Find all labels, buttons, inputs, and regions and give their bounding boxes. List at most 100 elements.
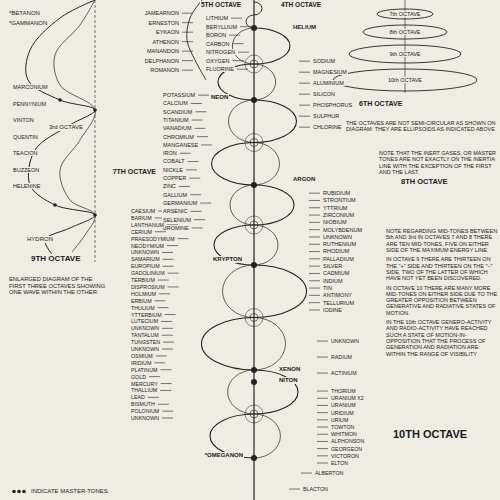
leader-line — [167, 245, 178, 246]
leader-line — [154, 362, 165, 363]
leader-line — [178, 238, 189, 239]
element-name: MANGANESE — [162, 142, 199, 148]
leader-line — [299, 61, 310, 62]
element-name: SAMARIUM — [130, 256, 161, 262]
element-name: GERMANIUM — [162, 200, 198, 206]
master-tone: *OMEGANON — [204, 452, 244, 459]
leader-line — [192, 227, 203, 228]
element-name: POTASSIUM — [162, 92, 196, 98]
leader-line — [162, 418, 173, 419]
octave-label: 6TH OCTAVE — [358, 100, 403, 108]
element-name: QUENTIN — [12, 134, 39, 140]
leader-line — [156, 355, 167, 356]
leader-line — [198, 95, 209, 96]
legend-note: INDICATE MASTER-TONES. — [30, 488, 110, 495]
element-name: THULIUM — [130, 305, 156, 311]
element-name: CHLORINE — [312, 124, 342, 130]
element-name: ROMANON — [149, 67, 180, 73]
leader-line — [301, 473, 312, 474]
element-name: JAMEARNON — [143, 10, 180, 16]
element-name: RADIUM — [330, 354, 353, 360]
leader-line — [309, 244, 320, 245]
leader-line — [309, 295, 320, 296]
element-name: BUZZEON — [12, 167, 40, 173]
octave-label: 9TH OCTAVE — [30, 254, 81, 263]
leader-line — [189, 178, 200, 179]
leader-line — [309, 280, 320, 281]
element-name: LITHIUM — [205, 15, 229, 21]
leader-line — [233, 60, 244, 61]
leader-line — [237, 69, 248, 70]
master-tone-dot — [251, 455, 257, 461]
note-text: IN THE 10th OCTAVE GENERO-ACTIVITY AND R… — [385, 319, 499, 357]
octave-label: 8th OCTAVE — [389, 29, 422, 35]
leader-line — [309, 302, 320, 303]
leader-line — [317, 373, 328, 374]
element-name: ARSENIC — [162, 208, 188, 214]
element-name: EUROPIUM — [130, 263, 161, 269]
element-name: FLUORINE — [205, 66, 235, 72]
leader-line — [182, 22, 193, 23]
element-name: SODIUM — [312, 58, 336, 64]
note-text: IN OCTAVE 10 THERE ARE MANY MORE MID-TON… — [385, 285, 499, 317]
wave-node — [53, 203, 57, 207]
leader-line — [194, 219, 205, 220]
ellipsoid-coil — [333, 0, 477, 93]
element-name: PHOSPHORUS — [312, 102, 353, 108]
element-name: RUBIDIUM — [322, 190, 351, 196]
element-name: VINTON — [12, 117, 35, 123]
element-name: GEORGEON — [330, 446, 363, 452]
leader-line — [162, 349, 173, 350]
element-name: MERCURY — [130, 381, 159, 387]
element-name: ERBIUM — [130, 298, 153, 304]
element-name: YTTERBIUM — [130, 312, 163, 318]
mid-circle — [250, 60, 258, 68]
octave-wave — [212, 100, 297, 185]
element-name: ANTIMONY — [322, 292, 353, 298]
element-name: BISMUTH — [130, 401, 156, 407]
leader-line — [309, 273, 320, 274]
element-name: CALCIUM — [162, 100, 189, 106]
octave-ellipse — [333, 69, 477, 91]
leader-line — [317, 412, 328, 413]
leader-line — [149, 376, 160, 377]
element-name: TELLURIUM — [322, 300, 355, 306]
leader-line — [162, 328, 173, 329]
leader-line — [317, 448, 328, 449]
note-text: NOTE THAT THE INERT GASES, OR MASTER TON… — [378, 150, 498, 175]
master-tone-dot — [251, 25, 257, 31]
leader-line — [160, 369, 171, 370]
element-name: NIOBIUM — [322, 219, 348, 225]
leader-line — [317, 398, 328, 399]
element-name: YTTRIUM — [322, 205, 348, 211]
leader-line — [309, 200, 320, 201]
enlarged-diagram — [26, 0, 206, 262]
leader-line — [162, 335, 173, 336]
leader-lines — [148, 13, 328, 489]
master-tone: NEON — [210, 94, 229, 101]
leader-line — [229, 35, 240, 36]
leader-line — [317, 434, 328, 435]
master-tone: HELIUM — [292, 24, 317, 31]
leader-line — [309, 266, 320, 267]
element-name: GALLIUM — [162, 192, 188, 198]
leader-line — [309, 251, 320, 252]
element-name: GADOLINIUM — [130, 270, 166, 276]
leader-line — [162, 411, 173, 412]
axis-line — [95, 0, 96, 262]
leader-line — [155, 300, 166, 301]
leader-line — [195, 128, 206, 129]
element-name: VICTORON — [330, 453, 360, 459]
leader-line — [197, 136, 208, 137]
octave-wave — [202, 265, 307, 370]
octave-label: 10th OCTAVE — [387, 77, 423, 83]
octave-label: 3rd OCTAVE — [48, 124, 84, 131]
leader-line — [158, 404, 169, 405]
element-name: NEODYMIUM — [130, 243, 165, 249]
leader-line — [238, 52, 249, 53]
element-name: SCANDIUM — [162, 109, 193, 115]
octave-wave — [210, 370, 298, 458]
leader-line — [299, 105, 310, 106]
leader-line — [231, 18, 242, 19]
master-tone-dot — [251, 182, 257, 188]
